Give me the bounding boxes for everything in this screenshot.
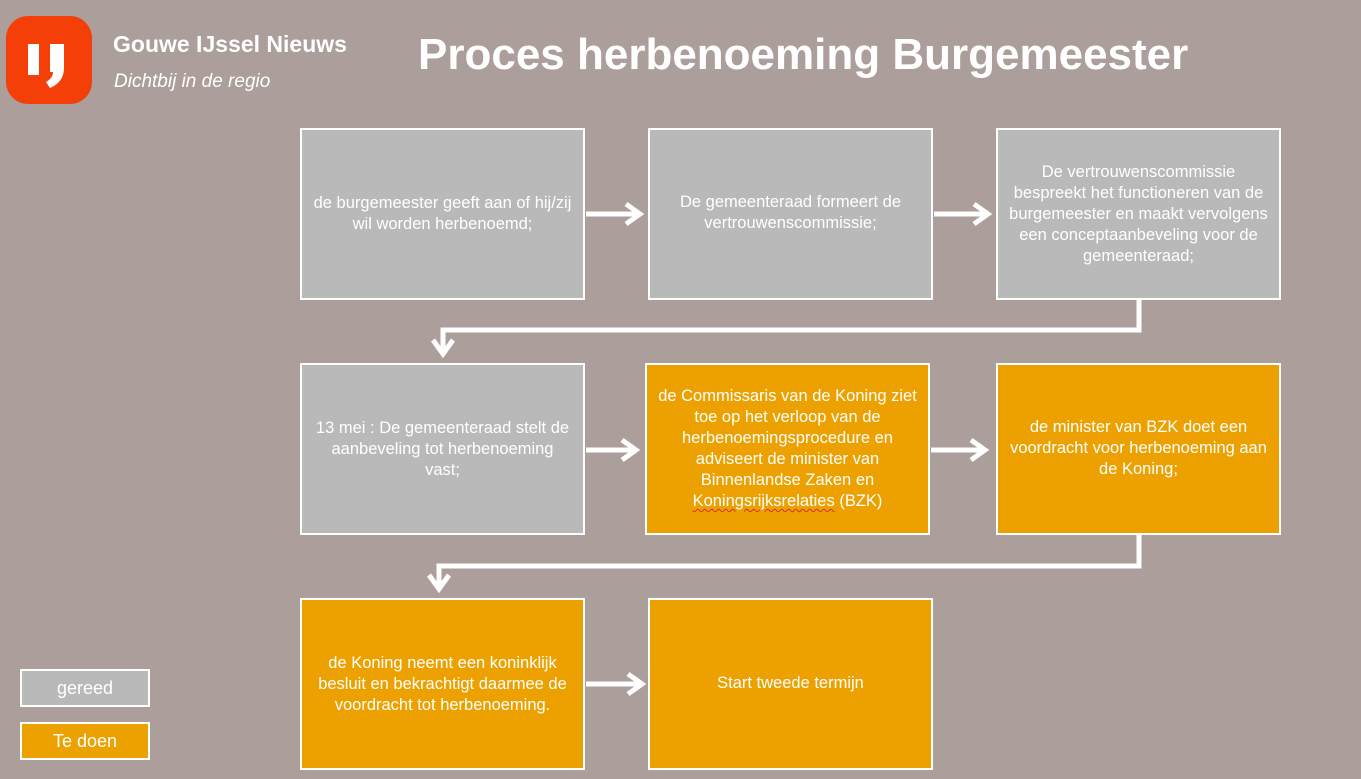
step-2-text: De gemeenteraad formeert de vertrouwensc…: [679, 193, 902, 232]
step-6-box: de minister van BZK doet een voordracht …: [996, 363, 1281, 535]
page-title: Proces herbenoeming Burgemeester: [418, 30, 1189, 79]
step-1-text: de burgemeester geeft aan of hij/zij wil…: [313, 194, 572, 233]
step-3-box: De vertrouwenscommissie bespreekt het fu…: [996, 128, 1281, 300]
logo: [6, 16, 92, 104]
step-3-text: De vertrouwenscommissie bespreekt het fu…: [1009, 162, 1268, 265]
legend-gereed-label: gereed: [56, 677, 114, 698]
step-5-text-suffix: (BZK): [834, 492, 883, 510]
legend-te-doen: Te doen: [20, 722, 150, 760]
legend-te-doen-label: Te doen: [52, 730, 118, 751]
brand-name: Gouwe IJssel Nieuws: [113, 31, 347, 57]
step-7-text: de Koning neemt een koninklijk besluit e…: [318, 653, 567, 714]
brand-tagline: Dichtbij in de regio: [114, 71, 271, 92]
step-1-box: de burgemeester geeft aan of hij/zij wil…: [300, 128, 585, 300]
step-2-box: De gemeenteraad formeert de vertrouwensc…: [648, 128, 933, 300]
step-5-box: de Commissaris van de Koning ziet toe op…: [645, 363, 930, 535]
step-5-text: de Commissaris van de Koning ziet toe op…: [657, 386, 918, 512]
step-8-box: Start tweede termijn: [648, 598, 933, 770]
step-6-text: de minister van BZK doet een voordracht …: [1010, 418, 1267, 478]
step-7-box: de Koning neemt een koninklijk besluit e…: [300, 598, 585, 770]
step-5-text-main: de Commissaris van de Koning ziet toe op…: [658, 387, 917, 489]
step-8-text: Start tweede termijn: [717, 674, 864, 692]
legend-gereed: gereed: [20, 669, 150, 707]
logo-mark-icon: [28, 44, 64, 88]
step-4-box: 13 mei : De gemeenteraad stelt de aanbev…: [300, 363, 585, 535]
step-5-text-marked: Koningsrijksrelaties: [692, 492, 835, 510]
step-4-text: 13 mei : De gemeenteraad stelt de aanbev…: [315, 418, 570, 479]
